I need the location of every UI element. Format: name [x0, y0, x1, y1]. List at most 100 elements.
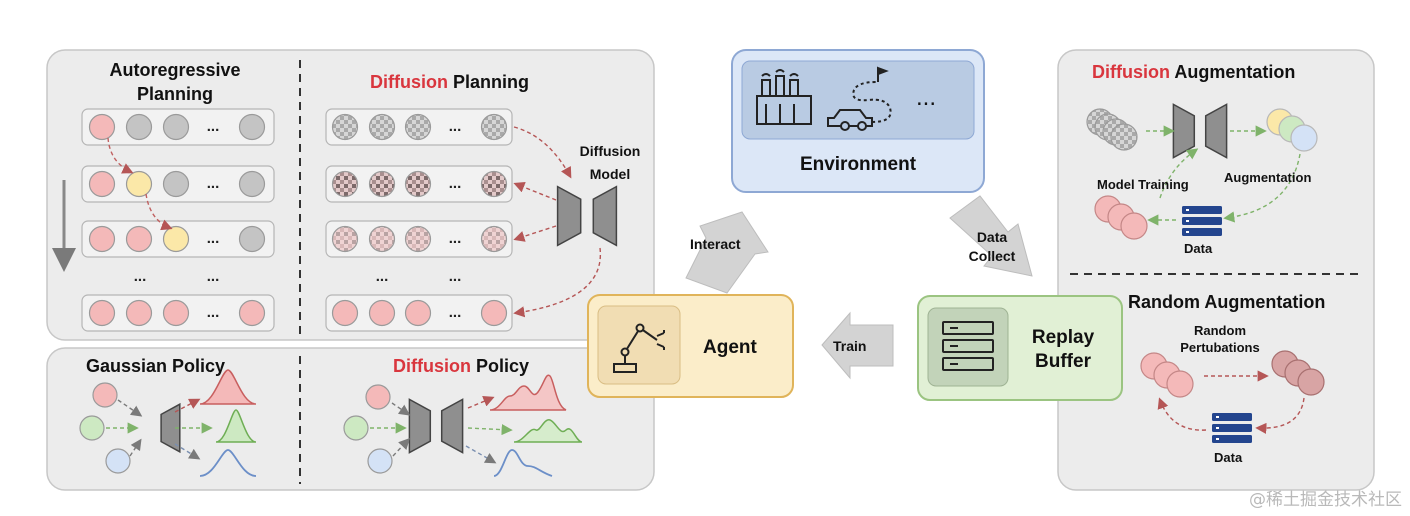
- denoise-arrow: [513, 181, 557, 201]
- input-arrow: [392, 437, 410, 457]
- output-arrow: [465, 445, 497, 464]
- token-circle: [368, 225, 396, 253]
- token-circle: [331, 170, 359, 198]
- token-circle: [125, 170, 153, 198]
- token-circle: [238, 113, 266, 141]
- token-circle: [404, 113, 432, 141]
- augmented-to-data-arrow: [1223, 153, 1301, 223]
- database-icon: [1182, 206, 1222, 236]
- diffusion-accent: Diffusion: [393, 356, 471, 376]
- output-arrow: [467, 396, 495, 409]
- output-arrow: [174, 443, 201, 460]
- data-label-bottom: Data: [1214, 450, 1243, 465]
- token-circle: [238, 225, 266, 253]
- column-ellipsis: ...: [134, 268, 147, 285]
- column-ellipsis: ...: [207, 268, 220, 285]
- token-circle: [162, 299, 190, 327]
- diffusion-model-label: Diffusion Model: [579, 143, 641, 182]
- original-sample-circle: [1166, 370, 1194, 398]
- output-arrow: [467, 424, 513, 436]
- token-circle: [368, 299, 396, 327]
- random-augmentation-title: Random Augmentation: [1128, 292, 1326, 312]
- token-circle: [368, 113, 396, 141]
- row-ellipsis: ...: [449, 304, 462, 321]
- token-circle: [331, 225, 359, 253]
- row-ellipsis: ...: [207, 175, 220, 192]
- token-circle: [480, 299, 508, 327]
- data-collect-label: Data Collect: [968, 229, 1016, 264]
- token-circle: [162, 170, 190, 198]
- replay-buffer-label: Replay Buffer: [1031, 327, 1095, 372]
- row-ellipsis: ...: [449, 230, 462, 247]
- token-circle: [125, 225, 153, 253]
- denoise-arrow: [513, 247, 602, 318]
- token-circle: [238, 170, 266, 198]
- input-arrow: [117, 399, 143, 417]
- model-training-label: Model Training: [1097, 177, 1189, 192]
- input-arrow: [391, 402, 411, 416]
- noise-to-model-arrow: [513, 126, 572, 179]
- row-ellipsis: ...: [207, 118, 220, 135]
- column-ellipsis: ...: [449, 268, 462, 285]
- token-circle: [331, 299, 359, 327]
- augmented-sample-circle: [1290, 124, 1318, 152]
- token-circle: [162, 113, 190, 141]
- diffusion-model-icon: [556, 185, 618, 247]
- token-circle: [368, 170, 396, 198]
- data-to-samples-arrow: [1157, 397, 1207, 431]
- token-circle: [480, 170, 508, 198]
- token-circle: [88, 113, 116, 141]
- state-circle-green: [79, 415, 105, 441]
- token-circle: [88, 299, 116, 327]
- token-circle: [404, 225, 432, 253]
- random-pertubations-label: Random Pertubations: [1180, 323, 1260, 355]
- autoregressive-step-arrow: [145, 193, 173, 231]
- train-model-arrow: [1159, 148, 1199, 199]
- train-label: Train: [833, 338, 867, 354]
- token-circle: [404, 170, 432, 198]
- state-circle-pink: [365, 384, 391, 410]
- gaussian-curve-red: [199, 369, 257, 405]
- generator-network-icon: [1172, 103, 1228, 159]
- diffusion-augmentation-title: Diffusion Augmentation: [1092, 62, 1295, 83]
- interact-label: Interact: [690, 236, 741, 252]
- server-rack-icon: [942, 321, 994, 371]
- token-circle: [88, 225, 116, 253]
- token-circle: [125, 113, 153, 141]
- gaussian-policy-title: Gaussian Policy: [86, 356, 226, 376]
- environment-label: Environment: [799, 154, 917, 175]
- denoise-arrow: [513, 225, 557, 242]
- planning-word: Planning: [448, 72, 529, 92]
- input-arrow: [129, 438, 142, 457]
- state-circle-blue: [367, 448, 393, 474]
- row-ellipsis: ...: [449, 118, 462, 135]
- multimodal-curve-green: [513, 419, 583, 443]
- perturbed-to-data-arrow: [1255, 397, 1305, 434]
- token-circle: [125, 299, 153, 327]
- diffusion-planning-title: Diffusion Planning: [370, 72, 529, 93]
- perturbed-sample-circle: [1297, 368, 1325, 396]
- row-ellipsis: ...: [207, 230, 220, 247]
- watermark: @稀土掘金技术社区: [1249, 490, 1402, 510]
- data-collect-arrow: [949, 195, 1033, 277]
- state-circle-pink: [92, 382, 118, 408]
- policy-network-icon: [160, 402, 181, 454]
- output-arrow: [174, 398, 201, 413]
- autoregressive-planning-title: Autoregressive Planning: [109, 60, 241, 104]
- environment-ellipsis: ...: [916, 84, 937, 111]
- augmentation-word: Augmentation: [1170, 62, 1296, 82]
- robot-arm-icon: [613, 323, 665, 373]
- token-circle: [480, 113, 508, 141]
- agent-label: Agent: [703, 337, 757, 358]
- token-circle: [88, 170, 116, 198]
- token-circle: [162, 225, 190, 253]
- database-icon: [1212, 413, 1252, 443]
- state-circle-green: [343, 415, 369, 441]
- token-circle: [404, 299, 432, 327]
- noisy-sample-circle: [1110, 123, 1138, 151]
- real-sample-circle: [1120, 212, 1148, 240]
- train-arrow: [821, 311, 894, 380]
- factory-icon: [756, 69, 812, 125]
